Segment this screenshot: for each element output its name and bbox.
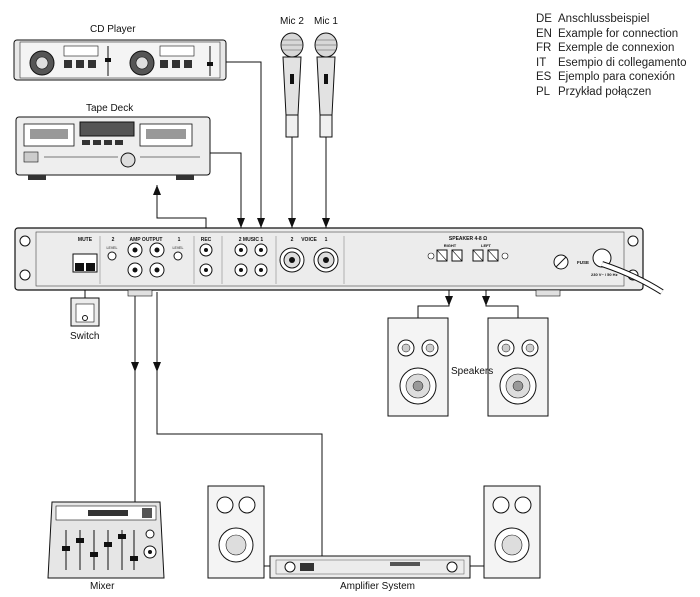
panel-label-voice-2: 2 <box>291 237 294 243</box>
arrow-head <box>153 185 161 195</box>
label-amplifier-system: Amplifier System <box>340 581 416 592</box>
speaker-left <box>487 317 549 417</box>
label-speakers: Speakers <box>451 366 494 377</box>
legend-code: PL <box>536 85 551 98</box>
level-knob-icon <box>173 251 183 261</box>
mixer <box>47 501 165 579</box>
panel-label-left: LEFT <box>481 243 492 248</box>
legend-text: Example for connection <box>558 27 679 40</box>
volume-knob-icon <box>120 152 136 168</box>
arrow-head <box>257 218 265 228</box>
legend-code: DE <box>536 13 552 25</box>
arrow-head <box>153 362 161 372</box>
arrow-head <box>131 362 139 372</box>
rack-ear-hole <box>627 235 639 247</box>
panel-label-level: LEVEL <box>173 246 184 250</box>
legend-row-en: EN Example for connection <box>536 27 687 42</box>
legend-text: Exemple de connexion <box>558 42 675 55</box>
mic-2 <box>280 32 304 138</box>
legend-code: FR <box>536 42 552 55</box>
panel-label-voice-1: 1 <box>325 237 328 243</box>
arrow-head <box>445 296 453 306</box>
legend-code: ES <box>536 71 552 84</box>
main-amplifier-panel <box>14 227 664 297</box>
label-mixer: Mixer <box>90 581 115 592</box>
arrow-head <box>322 218 330 228</box>
tweeter-icon <box>514 496 532 514</box>
legend-row-pl: PL Przykład połączen <box>536 85 687 100</box>
panel-label-rec: REC <box>201 237 212 243</box>
mixer-knob-icon <box>145 529 155 539</box>
cable-arrows <box>131 185 490 372</box>
mic-1 <box>314 32 338 138</box>
cable-rec-to-tape <box>156 185 207 228</box>
speaker-right <box>387 317 449 417</box>
tape-deck <box>15 116 211 180</box>
legend-text: Anschlussbeispiel <box>558 13 650 25</box>
legend-code: IT <box>536 56 547 69</box>
cd-player <box>13 39 227 81</box>
rack-ear-hole <box>19 235 31 247</box>
volume-knob-icon <box>284 561 296 573</box>
legend-text: Przykład połączen <box>558 85 652 98</box>
legend-text: Ejemplo para conexión <box>558 71 675 84</box>
language-legend: DE Anschlussbeispiel EN Example for connec… <box>536 12 687 100</box>
cable-cd-to-music <box>222 61 262 228</box>
panel-label-speaker: SPEAKER 4-8 Ω <box>449 236 487 242</box>
label-mic-1: Mic 1 <box>314 16 338 27</box>
panel-label-ch1: 1 <box>178 237 181 243</box>
cable-tape-to-music <box>206 152 242 228</box>
panel-label-ch2: 2 <box>112 237 115 243</box>
panel-label-amp-output: AMP OUTPUT <box>130 237 163 243</box>
tweeter-icon <box>492 496 510 514</box>
panel-label-mains: 230 V~ / 50 Hz <box>591 272 618 277</box>
legend-row-it: IT Esempio di collegamento <box>536 56 687 71</box>
amplifier-system <box>207 485 541 579</box>
legend-code: EN <box>536 27 552 40</box>
label-mic-2: Mic 2 <box>280 16 304 27</box>
panel-label-level: LEVEL <box>107 246 118 250</box>
panel-label-music: 2 MUSIC 1 <box>239 237 264 243</box>
rack-ear-hole <box>19 269 31 281</box>
legend-text: Esempio di collegamento <box>558 56 687 69</box>
panel-label-mute: MUTE <box>78 237 93 243</box>
arrow-head <box>288 218 296 228</box>
legend-row-fr: FR Exemple de connexion <box>536 41 687 56</box>
label-cd-player: CD Player <box>90 24 136 35</box>
panel-label-voice: VOICE <box>301 237 317 243</box>
panel-label-fuse: FUSE <box>577 260 589 265</box>
level-knob-icon <box>107 251 117 261</box>
legend-row-es: ES Ejemplo para conexión <box>536 70 687 85</box>
volume-knob-icon <box>446 561 458 573</box>
label-tape-deck: Tape Deck <box>86 103 134 114</box>
mute-switch <box>70 297 100 327</box>
arrow-head <box>237 218 245 228</box>
label-switch: Switch <box>70 331 100 342</box>
panel-label-right: RIGHT <box>444 243 457 248</box>
tweeter-icon <box>238 496 256 514</box>
legend-row-de: DE Anschlussbeispiel <box>536 12 687 27</box>
tweeter-icon <box>216 496 234 514</box>
arrow-head <box>482 296 490 306</box>
